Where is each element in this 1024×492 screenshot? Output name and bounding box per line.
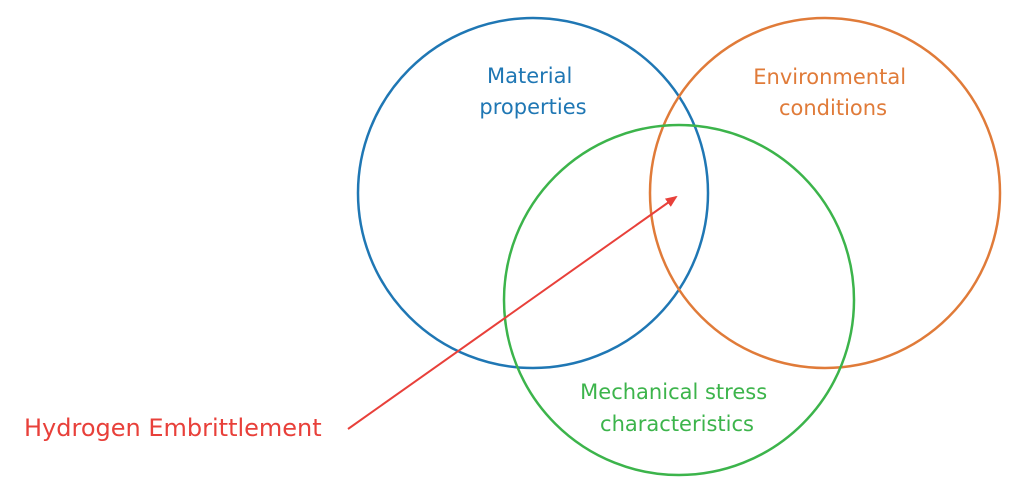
hydrogen-embrittlement-label: Hydrogen Embrittlement xyxy=(24,414,322,442)
environmental-conditions-label: Environmental conditions xyxy=(753,65,912,120)
material-properties-label-line1: Material xyxy=(487,64,572,88)
hydrogen-embrittlement-arrow xyxy=(347,195,678,430)
mechanical-stress-label: Mechanical stress characteristics xyxy=(580,380,774,436)
environmental-conditions-label-line1: Environmental xyxy=(753,65,906,89)
material-properties-label-line2: properties xyxy=(479,95,586,119)
mechanical-stress-label-line2: characteristics xyxy=(600,412,754,436)
environmental-conditions-circle xyxy=(648,16,1002,370)
material-properties-label: Material properties xyxy=(479,64,586,119)
mechanical-stress-circle xyxy=(502,123,856,477)
environmental-conditions-label-line2: conditions xyxy=(779,96,887,120)
material-properties-circle xyxy=(356,16,710,370)
mechanical-stress-label-line1: Mechanical stress xyxy=(580,380,767,404)
